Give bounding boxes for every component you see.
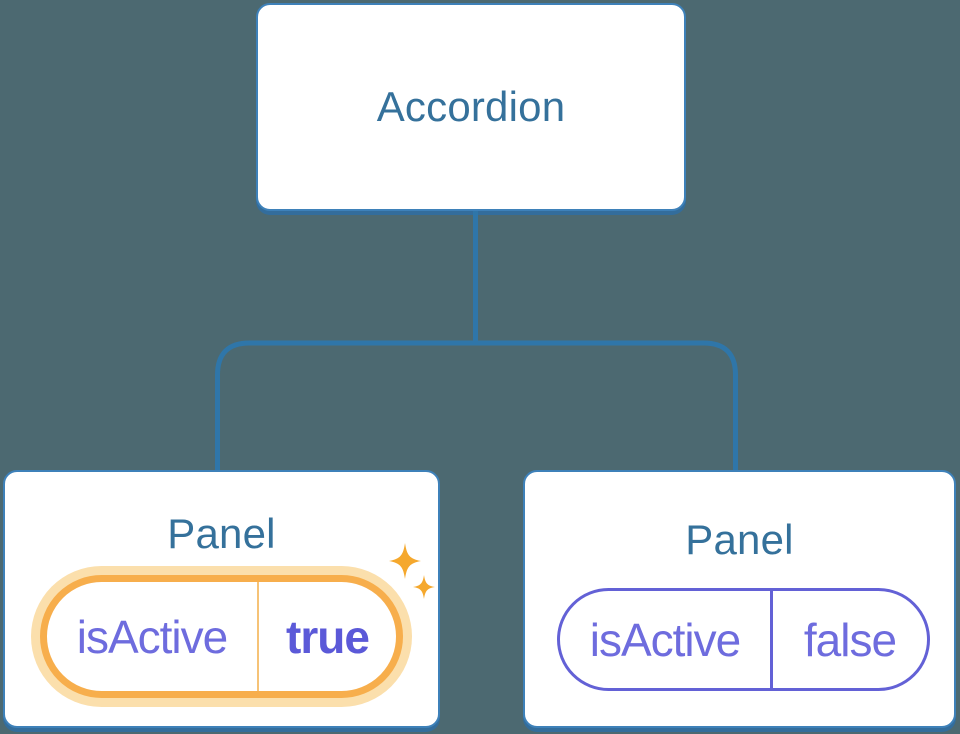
accordion-node-label: Accordion xyxy=(376,83,566,130)
state-value: true xyxy=(286,610,370,663)
state-name: isActive xyxy=(47,582,259,691)
connector-branches xyxy=(215,340,738,472)
panel-label: Panel xyxy=(167,510,276,557)
sparkles-icon xyxy=(389,543,435,599)
accordion-node: Accordion xyxy=(256,3,686,211)
state-name: isActive xyxy=(560,591,773,688)
sparkle-small xyxy=(413,575,435,599)
panel-label: Panel xyxy=(685,516,794,563)
state-value: false xyxy=(803,613,897,666)
panel-node-inactive: Panel isActive false xyxy=(523,470,956,728)
state-pill-inactive: isActive false xyxy=(557,588,930,691)
sparkle-large xyxy=(389,543,421,579)
state-pill-active: isActive true xyxy=(40,575,403,698)
panel-node-active: Panel isActive true xyxy=(3,470,440,728)
